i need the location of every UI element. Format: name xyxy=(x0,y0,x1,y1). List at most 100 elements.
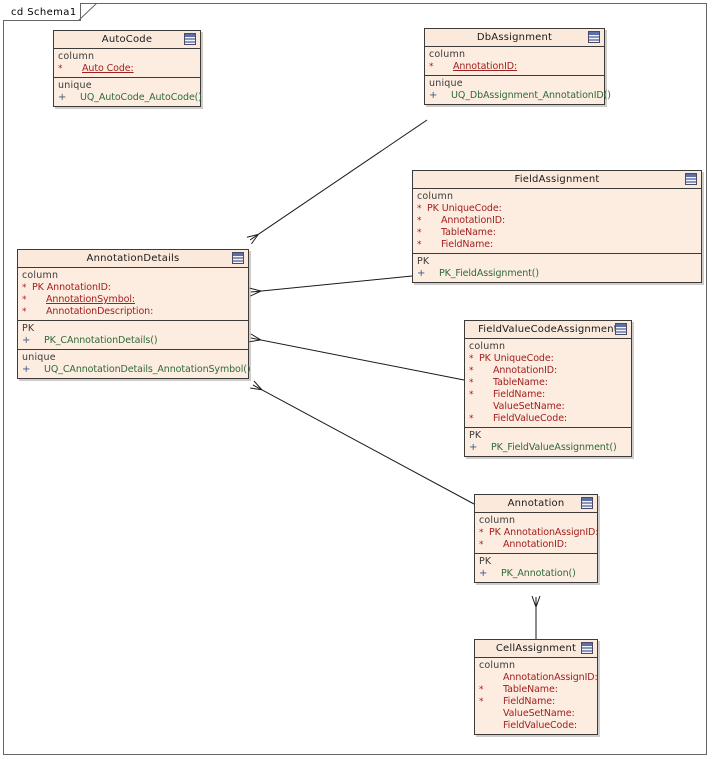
attribute-name: FieldValueCode: xyxy=(503,720,578,731)
pk-marker: PK xyxy=(489,527,501,538)
attribute-name: AnnotationAssignID: xyxy=(503,527,599,538)
table-icon xyxy=(685,173,697,185)
required-marker: * xyxy=(58,64,63,74)
operation-name: PK_CAnnotationDetails() xyxy=(44,335,158,346)
required-marker: * xyxy=(469,414,474,424)
attribute-name: ValueSetName: xyxy=(503,708,575,719)
class-title: FieldAssignment xyxy=(514,174,600,185)
compartment-column: column*AnnotationID: xyxy=(425,47,604,76)
class-title: Annotation xyxy=(507,498,565,509)
compartment-label: unique xyxy=(58,80,92,91)
compartment-label: column xyxy=(469,341,506,352)
compartment-pk: PK+ PK_CAnnotationDetails() xyxy=(18,321,248,350)
diagram-frame-label: cd Schema1 xyxy=(11,7,77,18)
required-marker: * xyxy=(22,283,27,293)
attribute-row[interactable]: ValueSetName: xyxy=(465,401,631,413)
attribute-name: AnnotationAssignID: xyxy=(503,672,598,683)
attribute-row[interactable]: *AnnotationID: xyxy=(425,61,604,73)
required-marker: * xyxy=(417,216,422,226)
pk-marker: PK xyxy=(32,282,44,293)
visibility-marker: + xyxy=(22,364,31,375)
visibility-marker: + xyxy=(469,442,478,453)
class-header-fieldassignment[interactable]: FieldAssignment xyxy=(413,171,701,189)
visibility-marker: + xyxy=(22,335,31,346)
class-header-fieldvaluecodeassignment[interactable]: FieldValueCodeAssignment xyxy=(465,321,631,339)
attribute-row[interactable]: *FieldName: xyxy=(413,239,701,251)
operation-row[interactable]: +UQ_CAnnotationDetails_AnnotationSymbol(… xyxy=(18,364,251,376)
required-marker: * xyxy=(469,366,474,376)
class-header-cellassignment[interactable]: CellAssignment xyxy=(475,640,597,658)
frame-tab-slant-icon xyxy=(78,3,98,21)
attribute-row[interactable]: *AnnotationDescription: xyxy=(18,306,248,318)
attribute-row[interactable]: *TableName: xyxy=(413,227,701,239)
table-icon xyxy=(232,252,244,264)
attribute-name: FieldName: xyxy=(493,389,546,400)
required-marker: * xyxy=(429,62,434,72)
required-marker: * xyxy=(469,390,474,400)
compartment-pk: PK+PK_FieldValueAssignment() xyxy=(465,428,631,456)
operation-row[interactable]: +PK_FieldValueAssignment() xyxy=(465,442,631,454)
attribute-name: FieldValueCode: xyxy=(493,413,568,424)
attribute-row[interactable]: * Auto Code: xyxy=(54,63,200,75)
class-title: AutoCode xyxy=(101,34,153,45)
class-header-autocode[interactable]: AutoCode xyxy=(54,31,200,49)
compartment-label: unique xyxy=(22,352,56,363)
attribute-row[interactable]: *TableName: xyxy=(475,684,597,696)
attribute-row[interactable]: *AnnotationSymbol: xyxy=(18,294,248,306)
class-header-dbassignment[interactable]: DbAssignment xyxy=(425,29,604,47)
required-marker: * xyxy=(479,540,484,550)
operation-row[interactable]: +PK_FieldAssignment() xyxy=(413,268,701,280)
compartment-label: column xyxy=(479,660,516,671)
visibility-marker: + xyxy=(58,92,67,103)
attribute-row[interactable]: * FieldName: xyxy=(465,389,631,401)
operation-row[interactable]: +PK_Annotation() xyxy=(475,568,597,580)
attribute-name: TableName: xyxy=(503,684,558,695)
table-icon xyxy=(588,31,600,43)
class-header-annotationdetails[interactable]: AnnotationDetails xyxy=(18,250,248,268)
attribute-row[interactable]: * FieldValueCode: xyxy=(465,413,631,425)
operation-row[interactable]: + PK_CAnnotationDetails() xyxy=(18,335,248,347)
class-header-annotation[interactable]: Annotation xyxy=(475,495,597,513)
attribute-row[interactable]: ValueSetName: xyxy=(475,708,597,720)
compartment-label: unique xyxy=(429,78,463,89)
operation-row[interactable]: +UQ_AutoCode_AutoCode() xyxy=(54,92,202,104)
attribute-name: FieldName: xyxy=(503,696,556,707)
attribute-row[interactable]: FieldValueCode: xyxy=(475,720,597,732)
attribute-row[interactable]: AnnotationAssignID: xyxy=(475,672,598,684)
visibility-marker: + xyxy=(479,568,488,579)
attribute-row[interactable]: *TableName: xyxy=(465,377,631,389)
attribute-row[interactable]: *AnnotationID: xyxy=(475,539,597,551)
visibility-marker: + xyxy=(429,90,438,101)
visibility-marker: + xyxy=(417,268,426,279)
attribute-row[interactable]: *AnnotationID: xyxy=(465,365,631,377)
compartment-label: column xyxy=(417,191,454,202)
attribute-row[interactable]: * FieldName: xyxy=(475,696,597,708)
required-marker: * xyxy=(479,697,484,707)
attribute-name: UniqueCode: xyxy=(493,353,554,364)
pk-marker: PK xyxy=(427,203,439,214)
attribute-row[interactable]: *AnnotationID: xyxy=(413,215,701,227)
class-title: AnnotationDetails xyxy=(86,253,180,264)
table-icon xyxy=(615,323,627,335)
class-title: CellAssignment xyxy=(495,643,577,654)
attribute-name: Auto Code: xyxy=(82,63,134,74)
operation-row[interactable]: +UQ_DbAssignment_AnnotationID() xyxy=(425,90,611,102)
attribute-name: AnnotationID: xyxy=(46,282,111,293)
attribute-name: AnnotationDescription: xyxy=(46,306,154,317)
compartment-label: PK xyxy=(22,323,35,334)
